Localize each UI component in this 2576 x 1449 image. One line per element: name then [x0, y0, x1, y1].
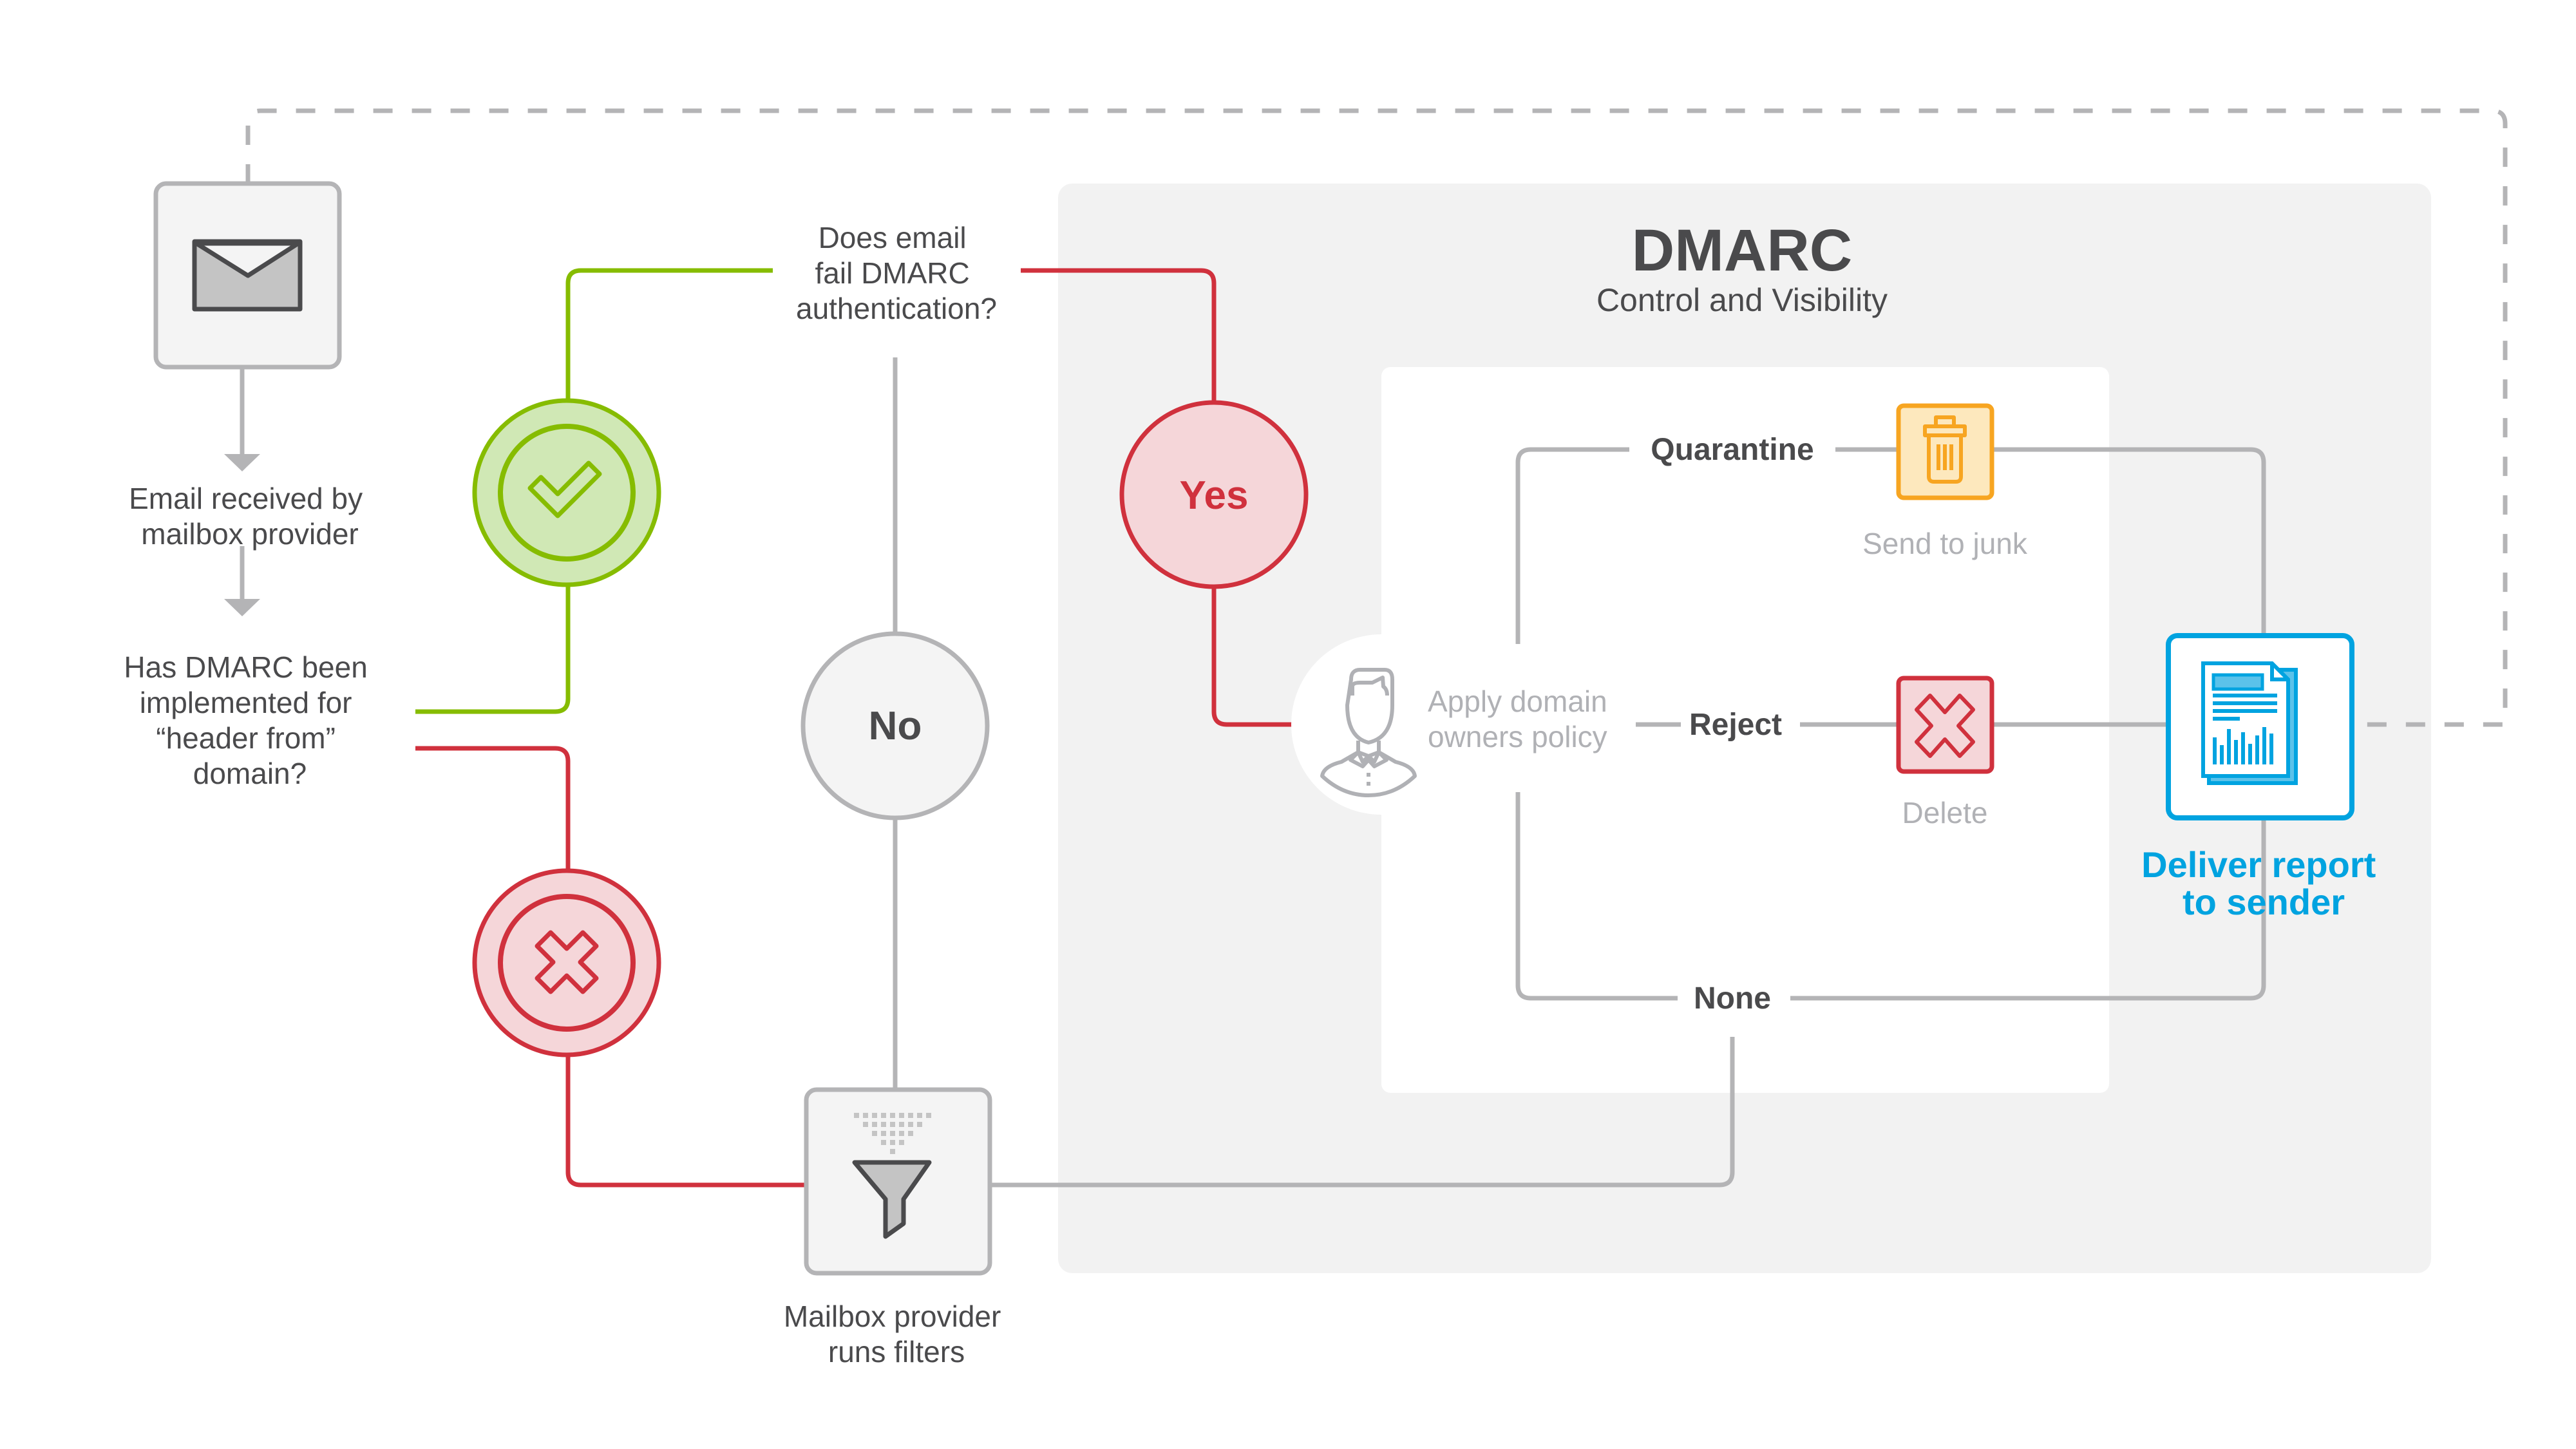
filter-particle [899, 1131, 904, 1136]
action-quarantine-label: Quarantine [1651, 433, 1814, 467]
filter-particle [863, 1113, 868, 1118]
filter-particle [917, 1122, 922, 1127]
filter-particle [908, 1131, 913, 1136]
action-none-label: None [1694, 981, 1771, 1016]
funnel-icon [852, 1160, 932, 1239]
deliver-report-label: Deliver report to sender [2141, 844, 2386, 922]
person-icon [1320, 668, 1417, 797]
delete-label: Delete [1902, 796, 1988, 829]
policy-panel [1381, 367, 2109, 1093]
answer-no-node: No [800, 631, 990, 820]
filter-box [804, 1087, 992, 1276]
filter-particle [863, 1122, 868, 1127]
trash-icon [1923, 415, 1967, 484]
filter-particles [854, 1113, 931, 1154]
filter-particle [908, 1113, 913, 1118]
report-bar [2234, 740, 2238, 764]
dmarc-title: DMARC [1632, 218, 1852, 283]
filter-particle [881, 1131, 886, 1136]
report-feedback-loop [245, 108, 2508, 727]
x-icon [535, 930, 599, 994]
filter-particle [881, 1113, 886, 1118]
filter-particle [899, 1113, 904, 1118]
report-bar [2220, 745, 2224, 764]
send-to-junk-box [1896, 403, 1994, 500]
dmarc-subtitle: Control and Visibility [1596, 282, 1888, 318]
filter-to-none-line [990, 1037, 1735, 1188]
email-received-label: Email received by mailbox provider [129, 482, 371, 551]
delete-box [1896, 676, 1994, 774]
filter-particle [908, 1122, 913, 1127]
none-branch-line [1515, 792, 1678, 1001]
filter-particle [881, 1140, 886, 1145]
filter-particle [881, 1122, 886, 1127]
arrow-down-2 [224, 546, 260, 616]
arrow-down-1 [224, 367, 260, 471]
policy-node-bg [1291, 634, 1472, 815]
report-bar [2269, 734, 2273, 764]
action-reject-label: Reject [1689, 708, 1782, 742]
filter-particle [872, 1131, 877, 1136]
implemented-no-node [472, 868, 661, 1057]
report-bar [2248, 744, 2252, 764]
trash-to-report-line [1992, 447, 2266, 634]
filter-particle [890, 1113, 895, 1118]
filter-particle [899, 1140, 904, 1145]
quarantine-branch-line [1515, 447, 1629, 644]
filter-particle [890, 1140, 895, 1145]
envelope-icon [192, 239, 303, 312]
fail-dmarc-question: Does email fail DMARC authentication? [796, 221, 997, 325]
filter-particle [890, 1131, 895, 1136]
filter-particle [854, 1113, 859, 1118]
report-bar [2213, 737, 2217, 764]
email-start-box [153, 181, 342, 370]
report-bar [2262, 727, 2266, 764]
answer-no-label: No [869, 704, 922, 748]
filter-particle [872, 1113, 877, 1118]
answer-yes-node: Yes [1119, 400, 1309, 589]
filter-particle [899, 1122, 904, 1127]
report-box [2166, 633, 2354, 820]
filter-particle [890, 1122, 895, 1127]
filter-particle [872, 1122, 877, 1127]
checkmark-icon [527, 460, 602, 518]
report-document-icon [2201, 661, 2298, 785]
implemented-yes-node [472, 398, 661, 587]
dmarc-implemented-question: Has DMARC been implemented for “header f… [124, 650, 375, 790]
filters-label: Mailbox provider runs filters [784, 1300, 1009, 1368]
report-bar [2241, 732, 2245, 764]
report-bar [2255, 735, 2259, 764]
delete-x-icon [1915, 694, 1975, 758]
policy-label: Apply domain owners policy [1428, 685, 1616, 753]
filter-particle [890, 1149, 895, 1154]
filter-particle [917, 1113, 922, 1118]
send-to-junk-label: Send to junk [1862, 527, 2028, 560]
answer-yes-label: Yes [1180, 473, 1249, 518]
none-to-report-line [1790, 818, 2266, 1001]
filter-particle [926, 1113, 931, 1118]
report-bar [2227, 729, 2231, 764]
